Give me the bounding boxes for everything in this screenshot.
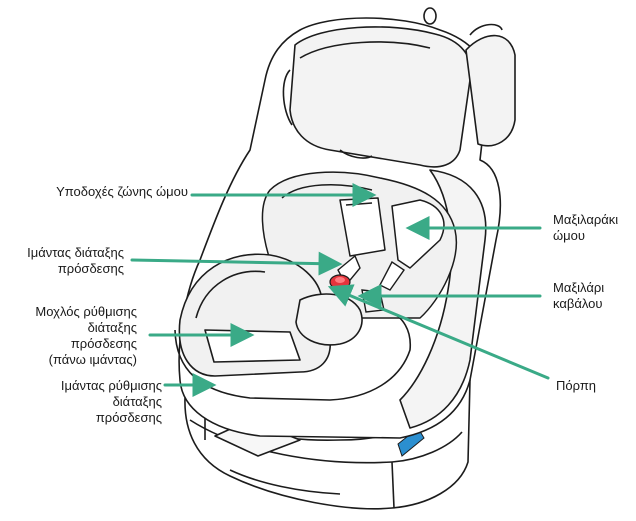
label-harness-lever: Μοχλός ρύθμισης διάταξης πρόσδεσης (πάνω… [2,304,137,368]
label-adjust-strap: Ιμάντας ρύθμισης διάταξης πρόσδεσης [2,378,162,426]
label-harness-strap: Ιμάντας διάταξης πρόσδεσης [2,245,124,277]
label-shoulder-pad: Μαξιλαράκι ώμου [553,212,635,244]
label-shoulder-belt-guide: Υποδοχές ζώνης ώμου [28,184,188,200]
label-crotch-pad: Μαξιλάρι καβάλου [553,280,635,312]
label-buckle: Πόρπη [556,378,626,394]
